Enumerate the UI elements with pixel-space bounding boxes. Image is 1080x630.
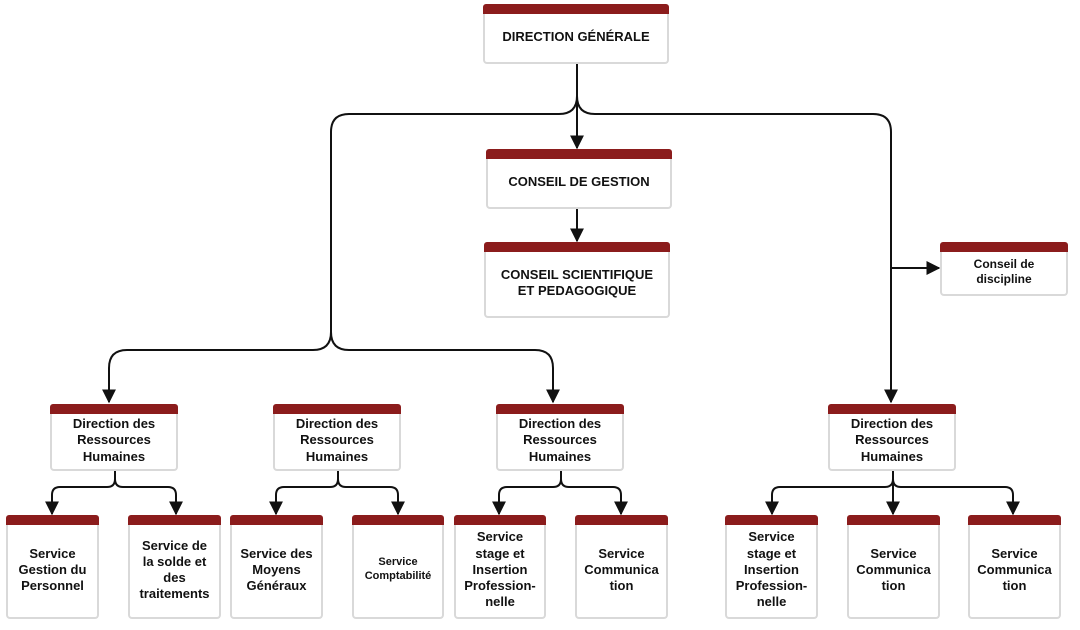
node-conseil-discipline-label: Conseil de discipline: [973, 257, 1035, 286]
node-drh-1: Direction des Ressources Humaines: [50, 404, 178, 471]
connector-drh-3-stage: [492, 471, 562, 516]
connector-drh-1-gestion-personnel: [45, 471, 116, 516]
node-service-communication-1: Service Communica tion: [575, 515, 668, 619]
node-conseil-gestion: CONSEIL DE GESTION: [486, 149, 672, 209]
node-drh-4: Direction des Ressources Humaines: [828, 404, 956, 471]
node-drh-1-label: Direction des Ressources Humaines: [72, 416, 156, 464]
node-service-stage-1: Service stage et Insertion Profession-ne…: [454, 515, 546, 619]
node-conseil-scientifique-label: CONSEIL SCIENTIFIQUE ET PEDAGOGIQUE: [500, 266, 654, 298]
node-service-communication-3-label: Service Communica tion: [977, 545, 1052, 594]
node-service-stage-1-label: Service stage et Insertion Profession-ne…: [464, 529, 536, 610]
node-conseil-discipline: Conseil de discipline: [940, 242, 1068, 296]
node-direction-generale: DIRECTION GÉNÉRALE: [483, 4, 669, 64]
connector-drh-3-communication: [560, 478, 628, 516]
node-service-solde-label: Service de la solde et des traitements: [139, 537, 210, 602]
connector-drh-4-stage: [765, 471, 894, 516]
connector-drh-2-comptabilite: [337, 478, 405, 516]
connector-dg-drh-3: [330, 331, 560, 404]
node-service-communication-1-label: Service Communica tion: [584, 545, 659, 594]
node-direction-generale-label: DIRECTION GÉNÉRALE: [502, 28, 650, 44]
node-service-moyens-generaux: Service des Moyens Généraux: [230, 515, 323, 619]
node-service-solde: Service de la solde et des traitements: [128, 515, 221, 619]
node-service-moyens-generaux-label: Service des Moyens Généraux: [240, 545, 313, 594]
connector-drh-4-communication-3: [892, 478, 1020, 516]
node-service-gestion-personnel: Service Gestion du Personnel: [6, 515, 99, 619]
node-drh-3: Direction des Ressources Humaines: [496, 404, 624, 471]
node-conseil-gestion-label: CONSEIL DE GESTION: [508, 173, 650, 189]
node-service-communication-2: Service Communica tion: [847, 515, 940, 619]
node-drh-2: Direction des Ressources Humaines: [273, 404, 401, 471]
node-service-comptabilite-label: Service Comptabilité: [364, 556, 432, 582]
node-drh-4-label: Direction des Ressources Humaines: [850, 416, 934, 464]
connector-drh-2-moyens-generaux: [269, 471, 339, 516]
connector-dg-drh-4: [576, 95, 898, 404]
node-service-comptabilite: Service Comptabilité: [352, 515, 444, 619]
connector-drh-1-solde: [114, 478, 183, 516]
node-service-communication-3: Service Communica tion: [968, 515, 1061, 619]
connector-dg-drh-1: [102, 64, 578, 404]
node-service-stage-2-label: Service stage et Insertion Profession-ne…: [735, 529, 808, 610]
node-service-stage-2: Service stage et Insertion Profession-ne…: [725, 515, 818, 619]
node-conseil-scientifique: CONSEIL SCIENTIFIQUE ET PEDAGOGIQUE: [484, 242, 670, 318]
node-service-gestion-personnel-label: Service Gestion du Personnel: [18, 545, 87, 594]
node-drh-2-label: Direction des Ressources Humaines: [295, 416, 379, 464]
node-service-communication-2-label: Service Communica tion: [856, 545, 931, 594]
node-drh-3-label: Direction des Ressources Humaines: [518, 416, 602, 464]
